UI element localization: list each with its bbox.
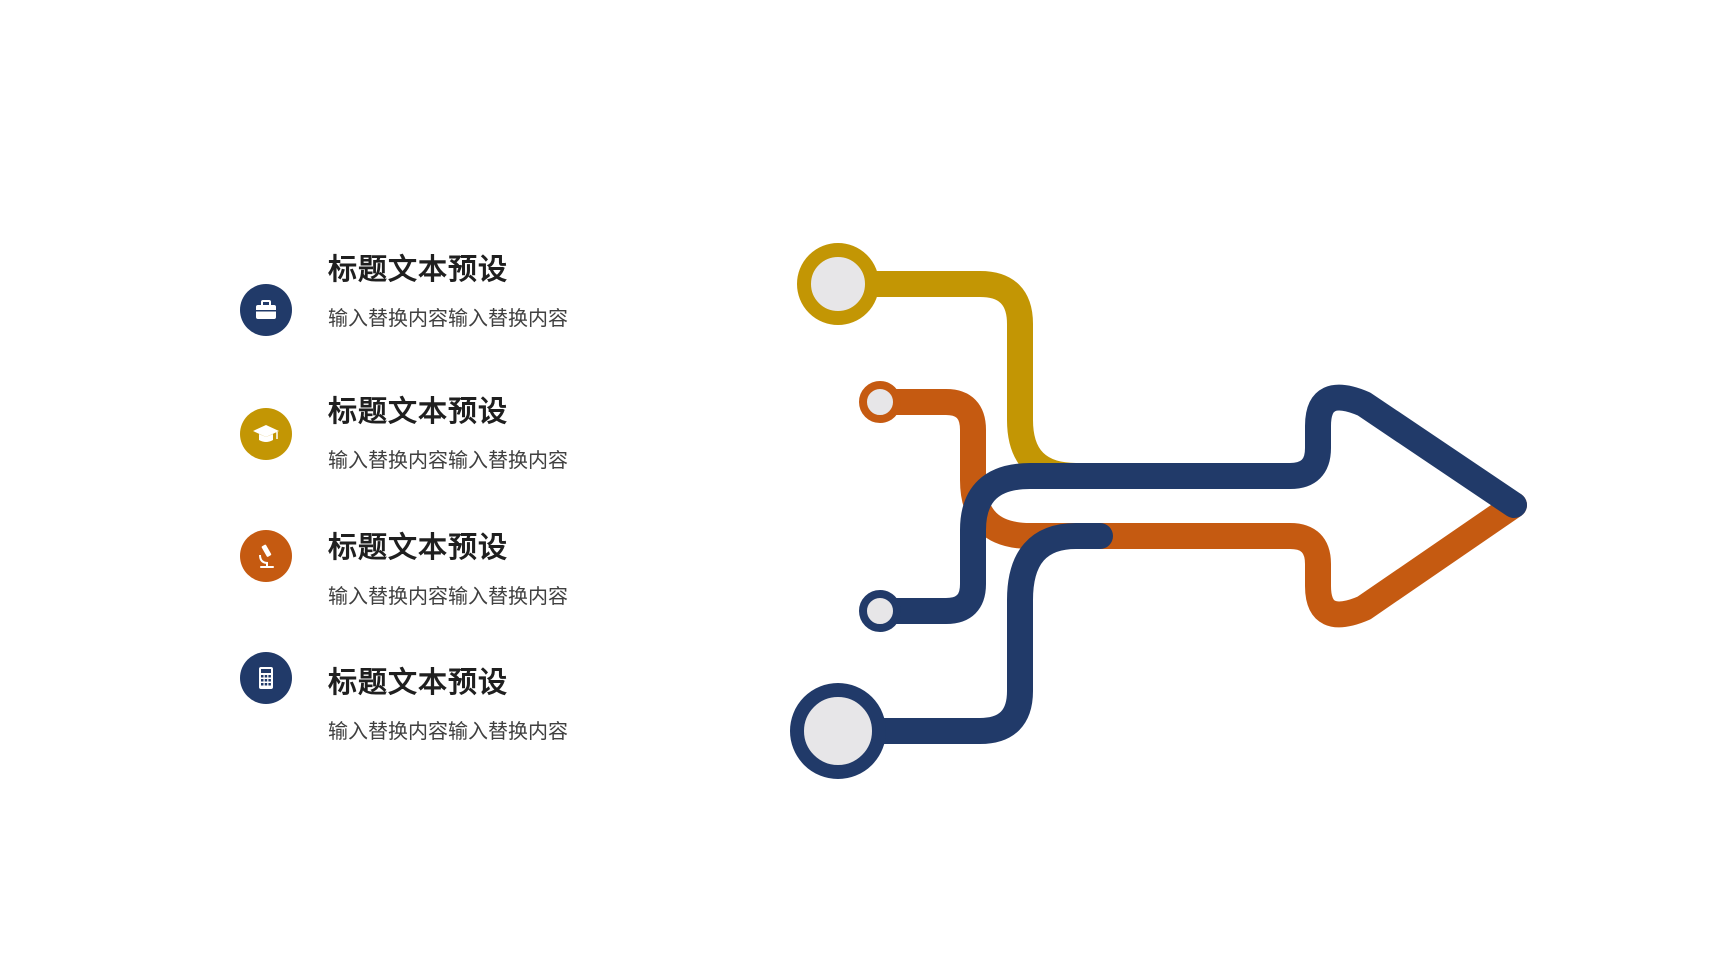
graduation-cap-icon <box>240 408 292 460</box>
navy-large-node <box>790 683 886 779</box>
item-title: 标题文本预设 <box>328 665 509 699</box>
orange-small-node <box>859 381 901 423</box>
briefcase-icon <box>240 284 292 336</box>
list-item-2: 标题文本预设 输入替换内容输入替换内容 <box>0 380 700 490</box>
item-title: 标题文本预设 <box>328 252 509 286</box>
navy-arrow-line <box>867 384 1527 624</box>
item-title: 标题文本预设 <box>328 530 509 564</box>
navy-small-node <box>859 590 901 632</box>
item-description: 输入替换内容输入替换内容 <box>328 448 568 472</box>
calculator-icon <box>240 652 292 704</box>
gold-large-node <box>797 243 879 325</box>
item-description: 输入替换内容输入替换内容 <box>328 584 568 608</box>
item-description: 输入替换内容输入替换内容 <box>328 306 568 330</box>
item-title: 标题文本预设 <box>328 394 509 428</box>
list-item-3: 标题文本预设 输入替换内容输入替换内容 <box>0 515 700 625</box>
list-item-4: 标题文本预设 输入替换内容输入替换内容 <box>0 650 700 760</box>
item-description: 输入替换内容输入替换内容 <box>328 719 568 743</box>
microscope-icon <box>240 530 292 582</box>
list-item-1: 标题文本预设 输入替换内容输入替换内容 <box>0 240 700 350</box>
orange-connector-line <box>867 389 1527 628</box>
navy-connector-line <box>827 523 1113 744</box>
